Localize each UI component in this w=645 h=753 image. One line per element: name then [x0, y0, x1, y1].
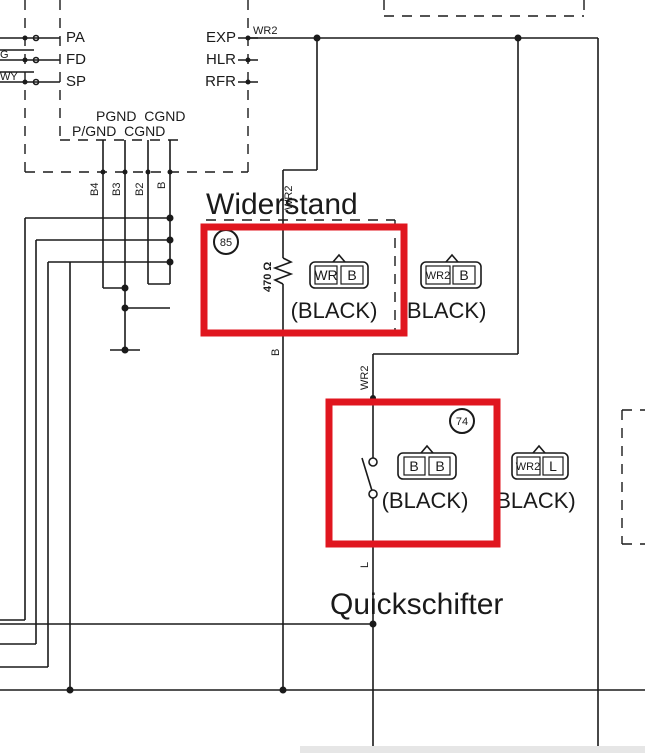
quickshifter-title: Quickschifter: [330, 588, 503, 621]
resistor-connector-pin-1: WR: [314, 267, 337, 283]
wire-label-wr2-exp: WR2: [253, 25, 277, 37]
quickshifter-mate-color: BLACK): [496, 488, 575, 513]
ecu-pin-exp: EXP: [206, 29, 236, 46]
quickshifter-mate-pin-1: WR2: [516, 461, 540, 473]
exp-wire: [248, 34, 599, 753]
resistor-wire-label-bottom: B: [270, 349, 282, 356]
wire-label-b3: B3: [111, 183, 123, 196]
resistor-wire-label-top: WR2: [283, 186, 295, 210]
resistor-index: 85: [220, 237, 232, 249]
resistor-title: Widerstand: [206, 188, 358, 221]
ecu-left-wires: [0, 34, 60, 86]
resistor-connector-color: (BLACK): [291, 298, 378, 323]
quickshifter-connector-pin-2: B: [435, 458, 444, 474]
left-bus-wires: [0, 214, 174, 690]
ecu-box: [24, 0, 249, 173]
ecu-pin-fd: FD: [66, 51, 86, 68]
quickshifter-mate-pin-2: L: [549, 458, 557, 474]
quickshifter-mate-connector: [511, 444, 569, 480]
ecu-pin-pgnd-cgnd: PGND CGND: [96, 108, 185, 124]
resistor-mate-pin-1: WR2: [426, 270, 450, 282]
wire-label-b2: B2: [134, 183, 146, 196]
wire-label-wy: WY: [0, 71, 18, 83]
ecu-pin-rfr: RFR: [205, 73, 236, 90]
ecu-pin-hlr: HLR: [206, 51, 236, 68]
ecu-pin-pgnd-cgnd-lower: P/GND CGND: [72, 123, 165, 139]
quickshifter-wire-label-bottom: L: [359, 562, 371, 568]
quickshifter-connector-pin-1: B: [409, 458, 418, 474]
quickshifter-index-badge: [449, 408, 475, 434]
quickshifter-connector-color: (BLACK): [382, 488, 469, 513]
highlight-box-resistor: [200, 223, 408, 337]
quickshifter-connector: [397, 444, 457, 480]
resistor-connector-pin-2: B: [347, 267, 356, 283]
ecu-pin-pa: PA: [66, 29, 85, 46]
bottom-edge-strip: [300, 746, 645, 753]
quickshifter-wire-label-top: WR2: [359, 366, 371, 390]
resistor-mate-pin-2: B: [459, 267, 468, 283]
resistor-mate-connector: [420, 253, 482, 289]
resistor-connector: [309, 253, 369, 289]
resistor-symbol: [272, 238, 294, 690]
right-side-box: [621, 409, 645, 545]
wire-label-b4: B4: [89, 183, 101, 196]
quickshifter-index: 74: [456, 416, 468, 428]
top-right-box: [383, 0, 585, 17]
resistor-mate-color: (BLACK): [400, 298, 487, 323]
wire-label-b: B: [156, 182, 168, 189]
resistor-value: 470 Ω: [262, 262, 274, 292]
wire-label-g: G: [0, 49, 9, 61]
quickshifter-switch: [361, 354, 378, 753]
ecu-pin-sp: SP: [66, 73, 86, 90]
ground-bus: [0, 620, 645, 694]
highlight-box-quickshifter: [325, 398, 501, 548]
